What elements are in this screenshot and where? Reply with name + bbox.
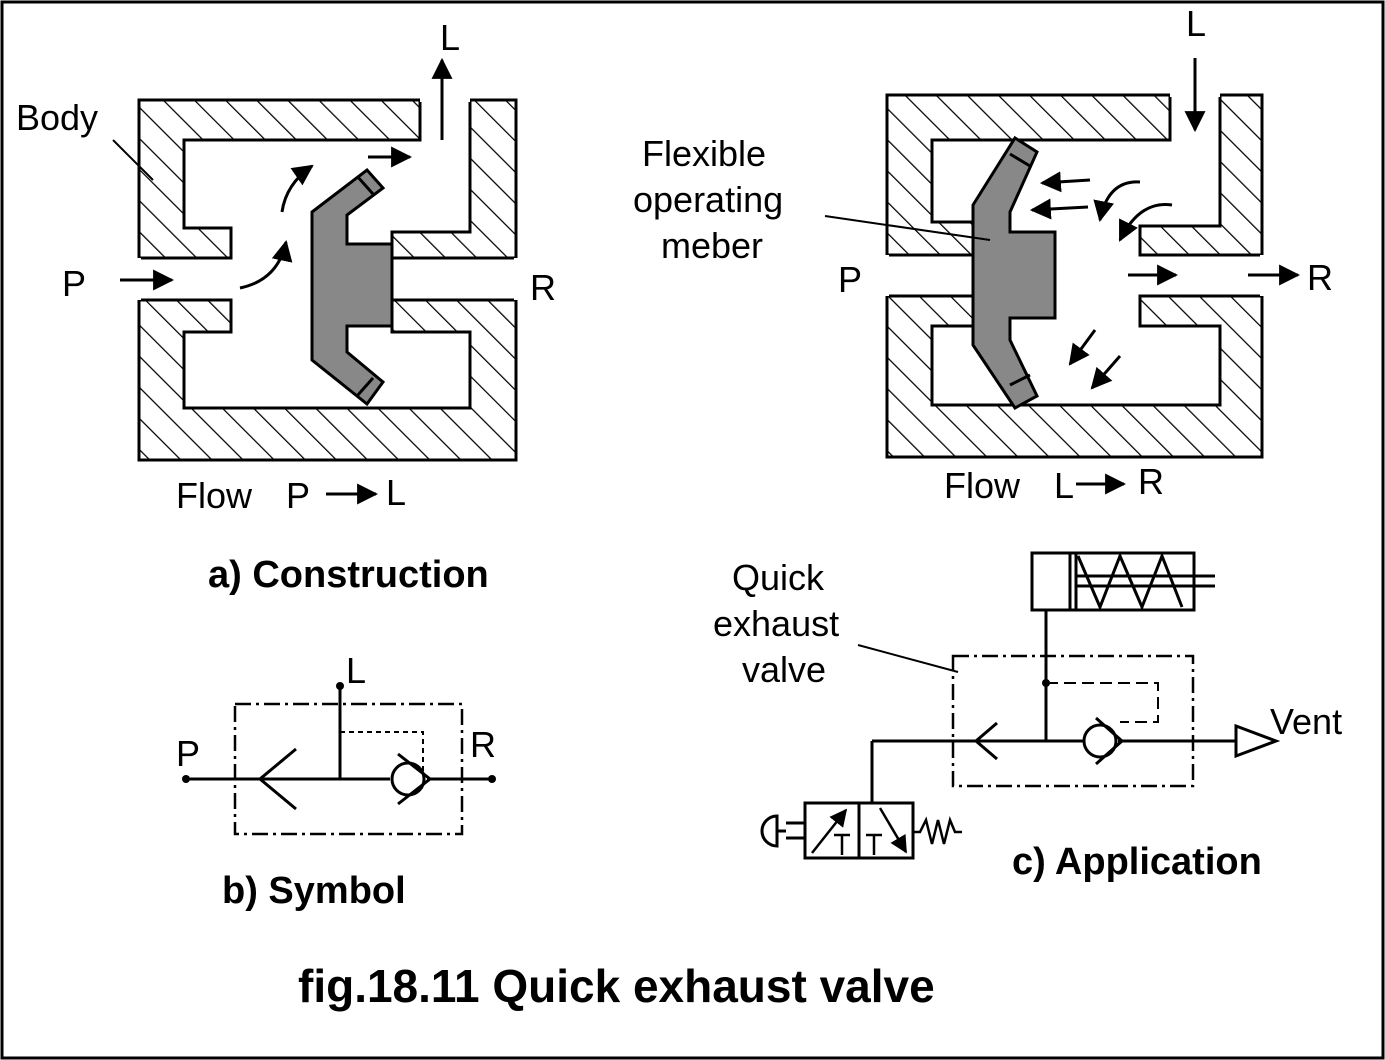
symbol-diagram: P L R b) Symbol [176, 650, 496, 912]
flow-arrow [1093, 180, 1141, 223]
port-p-label: P [838, 259, 862, 300]
port-r-label: R [1307, 257, 1333, 298]
flow-arrow [1090, 355, 1122, 390]
flow-from-label: L [1054, 465, 1074, 506]
member-leader-line [824, 215, 991, 241]
flow-arrow [280, 164, 314, 213]
figure-title: fig.18.11 Quick exhaust valve [298, 960, 935, 1012]
check-seat [1095, 716, 1125, 766]
check-ball [1082, 723, 1118, 759]
qev-label-line-3: valve [742, 649, 826, 690]
cylinder-barrel [1030, 551, 1196, 612]
member-tip-mark [355, 377, 375, 397]
flow-to-label: L [386, 472, 406, 513]
check-seat [397, 752, 433, 806]
member-tip-mark [1009, 373, 1031, 387]
pilot-line [340, 731, 424, 779]
application-diagram: Quick exhaust valve Vent c) Application [713, 551, 1342, 883]
port-p-label: P [176, 733, 200, 774]
member-tip-mark [355, 175, 375, 195]
port-l-label: L [346, 650, 366, 691]
member-label-line-2: operating [633, 179, 783, 220]
vent-label: Vent [1270, 701, 1342, 742]
pilot-line [1046, 682, 1159, 723]
qev-envelope [951, 654, 1195, 788]
port-r-label: R [470, 724, 496, 765]
member-tip-mark [1009, 152, 1031, 168]
check-direction-chevron [257, 747, 297, 811]
member-label-line-1: Flexible [642, 133, 766, 174]
port-p-dot [182, 775, 190, 783]
flow-arrow [1118, 202, 1173, 242]
qev-label-line-2: exhaust [713, 603, 839, 644]
port-p-label: P [62, 263, 86, 304]
symbol-caption: b) Symbol [222, 870, 406, 912]
port-l-label: L [1186, 3, 1206, 44]
operation-diagram: Flexible operating meber L P R Flow L R [633, 3, 1333, 506]
dcv-flow-path [811, 808, 848, 854]
push-button-icon [760, 814, 779, 848]
return-spring-icon [913, 816, 962, 845]
flow-arrow [1029, 198, 1089, 220]
check-direction-chevron [973, 721, 998, 761]
symbol-envelope [233, 702, 464, 836]
qev-label-line-1: Quick [732, 557, 825, 598]
construction-caption: a) Construction [208, 554, 489, 596]
cylinder-spring [1076, 551, 1184, 611]
port-r-label: R [530, 267, 556, 308]
flow-label: Flow [944, 465, 1021, 506]
flow-from-label: P [286, 475, 310, 516]
port-l-label: L [440, 17, 460, 58]
qev-leader-line [857, 644, 959, 673]
flow-arrow [239, 239, 293, 290]
flexible-member [971, 135, 1057, 410]
flexible-member [310, 167, 394, 407]
member-label-line-3: meber [661, 225, 763, 266]
body-label: Body [16, 97, 98, 138]
dcv-flow-path [878, 807, 908, 854]
construction-diagram: Body L P R Flow P L a) Construction [16, 17, 556, 596]
flow-label: Flow [176, 475, 253, 516]
port-l-dot [336, 682, 344, 690]
flow-to-label: R [1138, 461, 1164, 502]
application-caption: c) Application [1012, 841, 1262, 883]
vent-silencer [1234, 723, 1281, 759]
body-leader-line [112, 139, 154, 181]
port-r-dot [488, 775, 496, 783]
flow-arrow [1039, 171, 1091, 193]
flow-arrow [1068, 329, 1097, 366]
check-ball [390, 761, 426, 797]
